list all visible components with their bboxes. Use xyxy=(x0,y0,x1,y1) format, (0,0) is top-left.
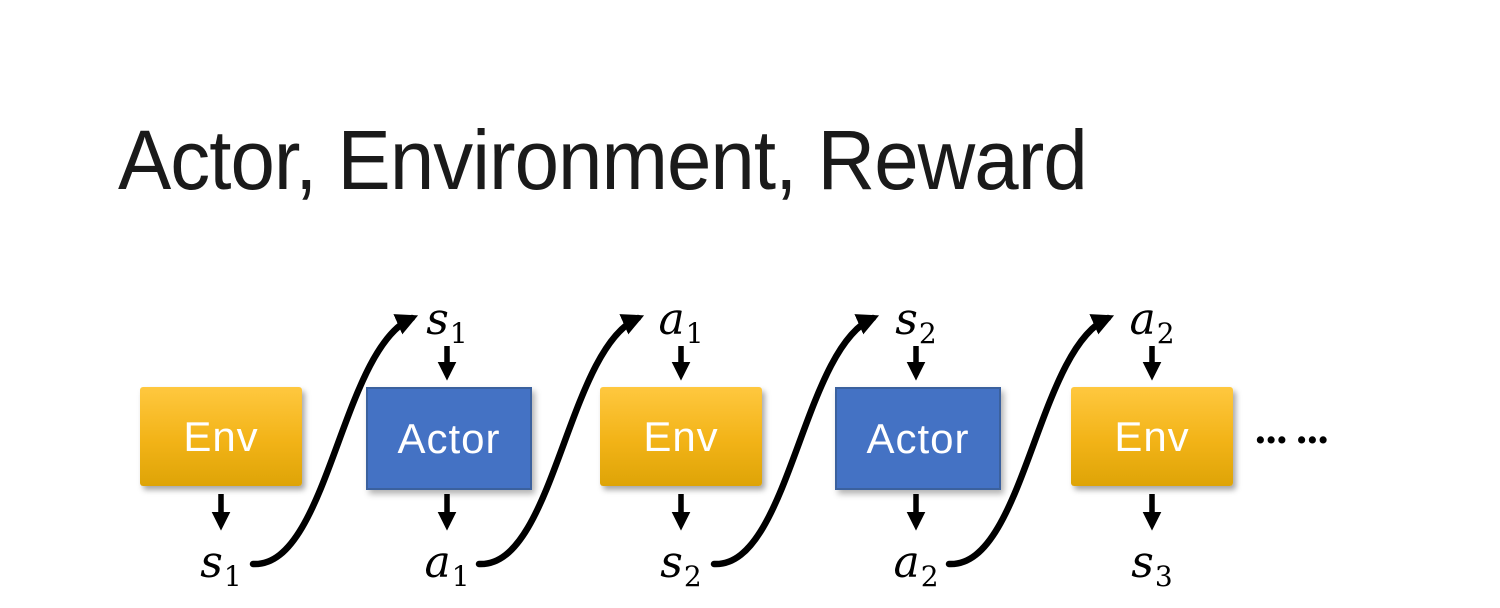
top-label-a1-sub: 1 xyxy=(685,317,704,350)
env-box-2: Env xyxy=(600,387,762,486)
bottom-label-a2-letter: a xyxy=(893,537,920,588)
env-box-1-label: Env xyxy=(183,412,259,460)
top-label-s1-sub: 1 xyxy=(449,317,468,350)
bottom-label-a2: a2 xyxy=(856,541,976,591)
output-arrows xyxy=(211,494,1162,531)
bottom-label-s2-sub: 2 xyxy=(683,560,702,593)
bottom-label-a2-sub: 2 xyxy=(920,560,939,593)
actor-box-1: Actor xyxy=(366,387,532,490)
bottom-label-a1-sub: 1 xyxy=(451,560,470,593)
top-label-a2-sub: 2 xyxy=(1156,317,1175,350)
continuation-dots: ••• ••• xyxy=(1256,426,1330,454)
top-label-a1-letter: a xyxy=(658,294,685,345)
bottom-label-s3-sub: 3 xyxy=(1154,560,1173,593)
top-label-s2-letter: s xyxy=(895,294,918,345)
actor-box-2-label: Actor xyxy=(866,414,970,462)
bottom-label-s3-letter: s xyxy=(1131,537,1154,588)
slide-title: Actor, Environment, Reward xyxy=(118,113,1088,207)
bottom-label-s1-sub: 1 xyxy=(223,560,242,593)
top-label-s1: s1 xyxy=(387,298,507,348)
top-label-s2-sub: 2 xyxy=(918,317,937,350)
env-box-3: Env xyxy=(1071,387,1233,486)
bottom-label-s1-letter: s xyxy=(200,537,223,588)
actor-box-1-label: Actor xyxy=(397,414,501,462)
env-box-2-label: Env xyxy=(643,412,719,460)
bottom-label-s2: s2 xyxy=(621,541,741,591)
bottom-label-s2-letter: s xyxy=(660,537,683,588)
actor-box-2: Actor xyxy=(835,387,1001,490)
top-label-a2: a2 xyxy=(1092,298,1212,348)
env-box-1: Env xyxy=(140,387,302,486)
env-box-3-label: Env xyxy=(1114,412,1190,460)
top-label-s1-letter: s xyxy=(426,294,449,345)
top-label-a1: a1 xyxy=(621,298,741,348)
input-arrows xyxy=(437,346,1162,381)
bottom-label-a1: a1 xyxy=(387,541,507,591)
top-label-s2: s2 xyxy=(856,298,976,348)
bottom-label-s3: s3 xyxy=(1092,541,1212,591)
top-label-a2-letter: a xyxy=(1129,294,1156,345)
bottom-label-s1: s1 xyxy=(161,541,281,591)
bottom-label-a1-letter: a xyxy=(424,537,451,588)
